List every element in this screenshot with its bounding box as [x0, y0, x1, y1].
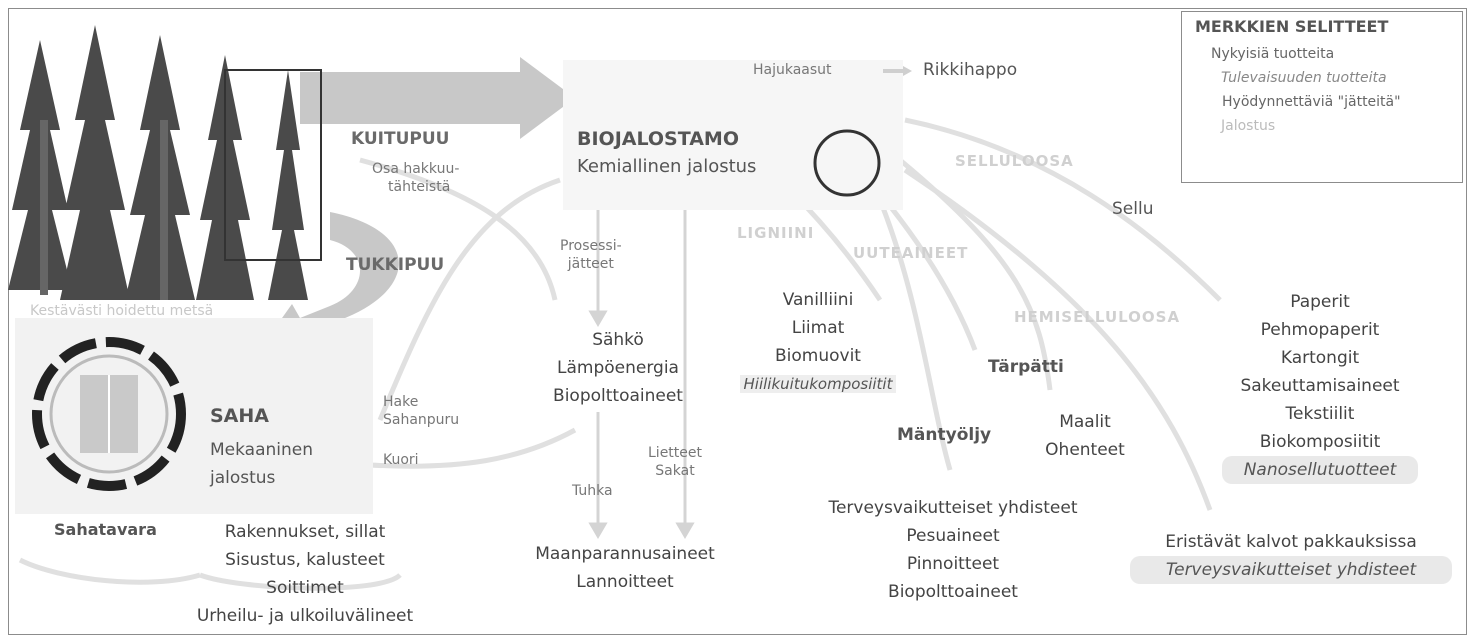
- tissue-papers: Pehmopaperit: [1260, 320, 1380, 340]
- lignin-products: Vanilliini Liimat Biomuovit Hiilikuituko…: [718, 286, 918, 398]
- ash-label: Tuhka: [572, 483, 613, 499]
- biorefinery-title: BIOJALOSTAMO: [577, 128, 739, 150]
- pulp-label: Sellu: [1112, 199, 1154, 219]
- diagram-frame: [8, 8, 1467, 635]
- cellulose-products: Paperit Pehmopaperit Kartongit Sakeuttam…: [1222, 288, 1418, 484]
- sludge-label: Lietteet Sakat: [648, 445, 702, 479]
- odour-gases-label: Hajukaasut: [753, 62, 832, 78]
- hemicellulose-health-compounds: Terveysvaikutteiset yhdisteet: [1130, 556, 1452, 584]
- thinners: Ohenteet: [1045, 440, 1125, 460]
- vanillin: Vanilliini: [782, 290, 854, 310]
- legend-current: Nykyisiä tuotteita: [1211, 46, 1335, 62]
- sawn-timber-stream: [199, 572, 402, 591]
- tall-oil-products: Terveysvaikutteiset yhdisteet Pesuaineet…: [800, 494, 1106, 606]
- vertical-arrows: [588, 190, 695, 539]
- soil-products: Maanparannusaineet Lannoitteet: [525, 540, 725, 596]
- sawmill-box: [15, 318, 373, 514]
- legend-title: MERKKIEN SELITTEET: [1195, 17, 1389, 36]
- forest-illustration: [8, 25, 308, 300]
- energy-electricity: Sähkö: [592, 330, 644, 350]
- process-waste-label: Prosessi- jätteet: [560, 238, 622, 272]
- biorefinery-subtitle: Kemiallinen jalostus: [577, 156, 757, 177]
- sawn-timber-stream-left: [18, 557, 201, 585]
- chips-to-biorefinery-arrow: [377, 177, 561, 421]
- thickeners: Sakeuttamisaineet: [1240, 376, 1400, 396]
- soil-improvers: Maanparannusaineet: [535, 544, 715, 564]
- process-circle-icon: [813, 129, 881, 197]
- legend-waste: Hyödynnettäviä "jätteitä": [1222, 94, 1401, 110]
- bark-to-energy-arrow: [369, 427, 577, 469]
- residue-to-energy-arrow: [359, 157, 558, 301]
- logs-label: TUKKIPUU: [346, 255, 445, 275]
- legend-future: Tulevaisuuden tuotteita: [1221, 70, 1387, 86]
- bioplastics: Biomuovit: [775, 346, 861, 366]
- energy-products: Sähkö Lämpöenergia Biopolttoaineet: [548, 326, 688, 410]
- pulpwood-arrow: [300, 57, 575, 139]
- forest-caption: Kestävästi hoidettu metsä: [30, 303, 214, 319]
- barrier-films: Eristävät kalvot pakkauksissa: [1165, 532, 1417, 552]
- nanocellulose-products: Nanosellutuotteet: [1222, 456, 1418, 484]
- hemicellulose-stream-label: HEMISELLULOOSA: [1014, 308, 1181, 326]
- hemicellulose-products: Eristävät kalvot pakkauksissa Terveysvai…: [1130, 528, 1452, 584]
- legend-processing: Jalostus: [1221, 118, 1276, 134]
- adhesives: Liimat: [791, 318, 845, 338]
- paperboards: Kartongit: [1280, 348, 1360, 368]
- lignin-stream-label: LIGNIINI: [737, 224, 815, 242]
- energy-biofuels: Biopolttoaineet: [553, 386, 683, 406]
- fertilizers: Lannoitteet: [576, 572, 674, 592]
- turpentine-products: Maalit Ohenteet: [1025, 408, 1145, 464]
- instruments: Soittimet: [266, 578, 344, 598]
- coatings: Pinnoitteet: [906, 554, 1000, 574]
- cellulose-stream-label: SELLULOOSA: [955, 152, 1074, 170]
- log-ring-icon: [49, 354, 169, 474]
- sawmill-title: SAHA: [210, 405, 269, 427]
- turpentine-label: Tärpätti: [988, 357, 1064, 377]
- log-cross-section-icon: [32, 337, 186, 491]
- cellulose-stream: [904, 117, 1222, 302]
- hemicellulose-stream: [903, 167, 1213, 511]
- legend: [1181, 11, 1463, 183]
- sawn-timber-products: Rakennukset, sillat Sisustus, kalusteet …: [180, 518, 430, 630]
- pulpwood-label: KUITUPUU: [351, 129, 450, 149]
- biocomposites: Biokomposiitit: [1259, 432, 1381, 452]
- chips-sawdust-label: Hake Sahanpuru: [383, 394, 460, 428]
- tall-oil-label: Mäntyöljy: [897, 425, 992, 445]
- harvest-selection-frame: [224, 69, 322, 261]
- papers: Paperit: [1290, 292, 1350, 312]
- detergents: Pesuaineet: [906, 526, 1000, 546]
- bark-label: Kuori: [383, 452, 419, 468]
- tall-oil-biofuels: Biopolttoaineet: [888, 582, 1018, 602]
- energy-heat: Lämpöenergia: [557, 358, 679, 378]
- sawn-timber-label: Sahatavara: [54, 520, 157, 539]
- sports-outdoor-equipment: Urheilu- ja ulkoiluvälineet: [196, 606, 414, 626]
- tall-oil-stream: [877, 199, 953, 471]
- biorefinery-box: [563, 60, 903, 210]
- health-compounds: Terveysvaikutteiset yhdisteet: [828, 498, 1078, 518]
- paints: Maalit: [1059, 412, 1111, 432]
- sawmill-subtitle: Mekaaninen jalostus: [210, 440, 314, 488]
- sulphuric-acid-label: Rikkihappo: [923, 60, 1018, 80]
- extractives-stream-label: UUTEAINEET: [853, 244, 969, 262]
- interiors-furniture: Sisustus, kalusteet: [225, 550, 385, 570]
- buildings-bridges: Rakennukset, sillat: [224, 522, 386, 542]
- carbon-fibre-composites: Hiilikuitukomposiitit: [739, 375, 897, 393]
- textiles: Tekstiilit: [1285, 404, 1355, 424]
- logging-residue-label: Osa hakkuu- tähteistä: [372, 161, 460, 195]
